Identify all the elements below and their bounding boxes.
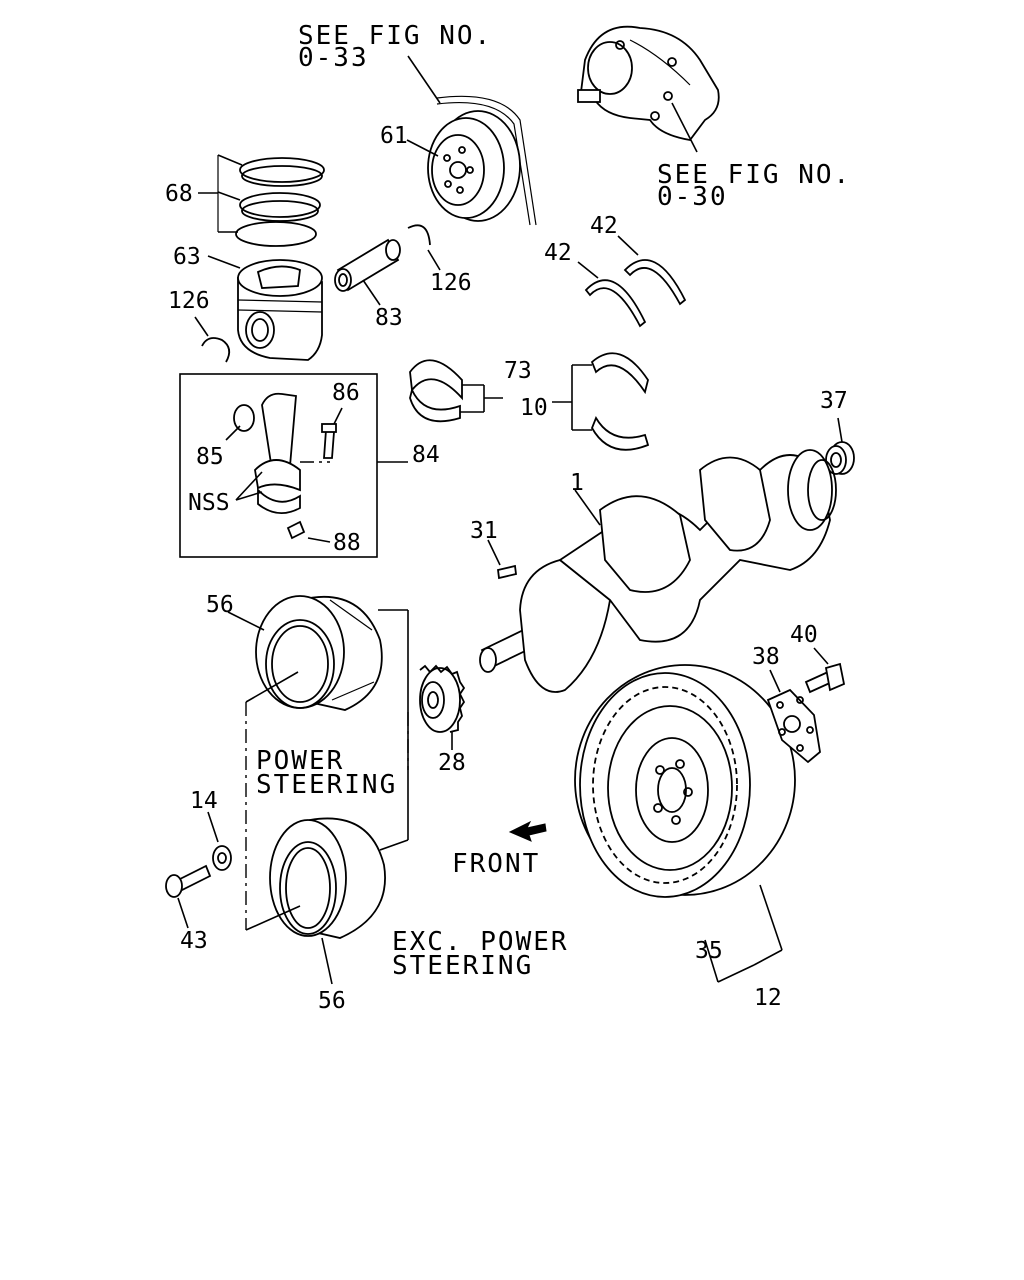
main-bearing-10 <box>552 352 650 451</box>
callout-42-left: 42 <box>544 240 572 266</box>
bolt-43 <box>165 864 212 929</box>
callout-63: 63 <box>173 244 201 270</box>
crank-pulley-56-exc-power-steering <box>245 817 409 985</box>
callout-86: 86 <box>332 380 360 406</box>
callout-56-top: 56 <box>206 592 234 618</box>
power-steering-line1: POWER <box>256 746 344 776</box>
piston-63 <box>207 255 323 361</box>
thrust-washer-42-left <box>577 261 647 328</box>
callout-37: 37 <box>820 388 848 414</box>
washer-14 <box>207 811 232 871</box>
piston-rings-68 <box>198 154 325 247</box>
callout-126-upper: 126 <box>430 270 472 296</box>
callout-42-right: 42 <box>590 213 618 239</box>
callout-38: 38 <box>752 644 780 670</box>
callout-85: 85 <box>196 444 224 470</box>
timing-gear-28 <box>407 664 466 770</box>
see-fig-0-30-line1: SEE FIG NO. <box>657 160 851 190</box>
callout-73: 73 <box>504 358 532 384</box>
callout-56-bottom: 56 <box>318 988 346 1014</box>
belt-reference <box>407 55 537 226</box>
snap-ring-126-upper <box>407 224 441 271</box>
callout-40: 40 <box>790 622 818 648</box>
front-arrow-icon <box>508 820 547 842</box>
callout-84: 84 <box>412 442 440 468</box>
thrust-washer-42-right <box>617 235 687 306</box>
see-fig-0-30-line2: 0-30 <box>657 182 728 212</box>
pulley-61 <box>406 110 521 222</box>
callout-88: 88 <box>333 530 361 556</box>
plate-38 <box>766 669 821 764</box>
exc-power-steering-note: EXC. POWER STEERING <box>392 927 569 981</box>
callout-43: 43 <box>180 928 208 954</box>
callout-68: 68 <box>165 181 193 207</box>
see-fig-0-30-note: SEE FIG NO. 0-30 <box>657 160 851 212</box>
exc-power-steering-line1: EXC. POWER <box>392 927 569 957</box>
front-indicator: FRONT <box>452 820 547 879</box>
piston-pin-83 <box>334 238 401 306</box>
crankshaft-1 <box>479 449 837 693</box>
see-fig-0-33-line1: SEE FIG NO. <box>298 21 492 51</box>
callout-10: 10 <box>520 395 548 421</box>
bolt-40 <box>804 647 846 694</box>
callout-83: 83 <box>375 305 403 331</box>
callout-14: 14 <box>190 788 218 814</box>
callout-28: 28 <box>438 750 466 776</box>
snap-ring-126-lower <box>194 316 231 363</box>
callout-35: 35 <box>695 938 723 964</box>
connecting-rod-assembly-84 <box>179 373 408 558</box>
front-label: FRONT <box>452 849 540 879</box>
callout-nss: NSS <box>188 490 230 516</box>
crank-pulley-56-power-steering <box>227 595 409 930</box>
callout-labels: 1 10 12 14 28 31 35 37 38 40 42 42 43 56… <box>165 123 848 1014</box>
callout-126-lower: 126 <box>168 288 210 314</box>
see-fig-0-33-line2: 0-33 <box>298 43 369 73</box>
callout-1: 1 <box>570 470 584 496</box>
callout-12: 12 <box>754 985 782 1011</box>
exc-power-steering-line2: STEERING <box>392 951 533 981</box>
power-steering-line2: STEERING <box>256 770 397 800</box>
power-steering-note: POWER STEERING <box>256 746 397 800</box>
see-fig-0-33-note: SEE FIG NO. 0-33 <box>298 21 492 73</box>
conrod-bearing-73 <box>409 359 503 423</box>
callout-31: 31 <box>470 518 498 544</box>
water-pump-reference <box>577 25 720 153</box>
flywheel-12 <box>574 664 796 983</box>
callout-61: 61 <box>380 123 408 149</box>
